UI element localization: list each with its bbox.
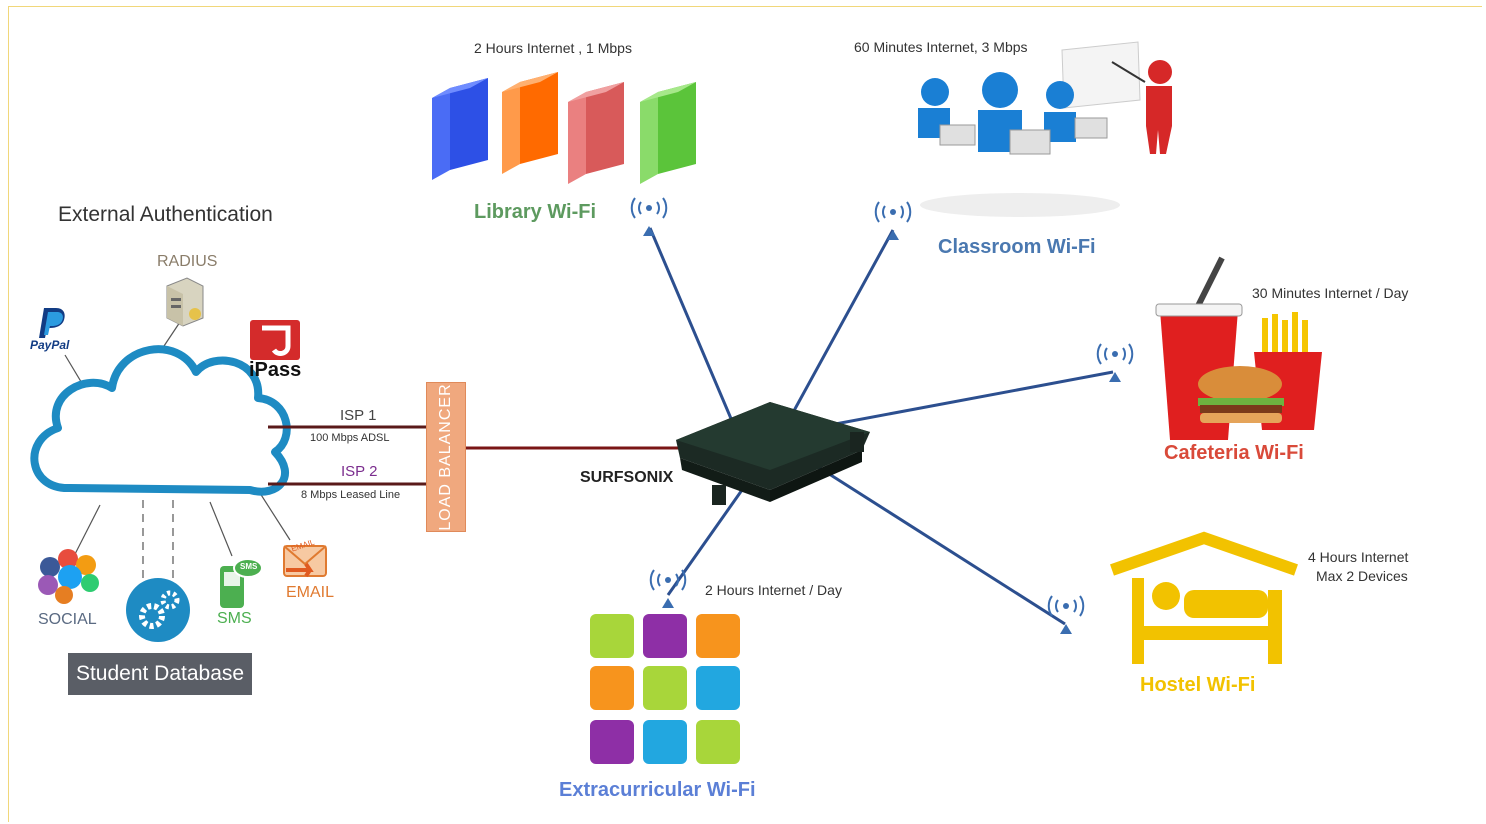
antenna-icon <box>1047 595 1085 634</box>
hostel-wifi-label: Hostel Wi-Fi <box>1140 674 1256 696</box>
device-label: SURFSONIX <box>580 469 674 486</box>
cafeteria-wifi-label: Cafeteria Wi-Fi <box>1164 442 1304 464</box>
sms-phone-icon <box>220 558 263 608</box>
email-icon <box>283 545 327 578</box>
extracurricular-wifi-label: Extracurricular Wi-Fi <box>559 779 756 801</box>
antenna-icon <box>649 569 687 608</box>
cafeteria-food-icon <box>1155 256 1322 440</box>
paypal-label: PayPal <box>30 338 70 352</box>
social-icon <box>38 549 99 604</box>
antenna-icon <box>1096 343 1134 382</box>
library-wifi-label: Library Wi-Fi <box>474 201 597 223</box>
hostel-bed-icon <box>1110 531 1298 664</box>
sms-label: SMS <box>217 610 252 627</box>
sport-tile-basketball-icon <box>590 720 634 764</box>
load-balancer: LOAD BALANCER <box>426 382 466 532</box>
diagram-frame <box>8 6 1482 822</box>
external-auth-title: External Authentication <box>58 203 273 226</box>
sport-tile-treadmill-icon <box>696 614 740 658</box>
sport-tile-fitness-icon <box>590 614 634 658</box>
isp2-detail: 8 Mbps Leased Line <box>301 489 401 501</box>
paypal-icon <box>39 308 65 338</box>
sport-tile-weightlifting-icon <box>643 614 687 658</box>
social-label: SOCIAL <box>38 611 97 628</box>
student-database-label: Student Database <box>68 653 252 695</box>
hostel-policy-line2: Max 2 Devices <box>1316 568 1408 584</box>
load-balancer-label: LOAD BALANCER <box>437 383 454 531</box>
isp1-label: ISP 1 <box>340 407 377 424</box>
library-books-icon <box>432 72 696 184</box>
radius-server-icon <box>166 277 204 327</box>
surfsonix-device-icon <box>676 402 870 505</box>
isp1-detail: 100 Mbps ADSL <box>310 432 390 444</box>
cafeteria-policy: 30 Minutes Internet / Day <box>1252 285 1409 301</box>
sport-tile-cycling-icon <box>696 666 740 710</box>
internet-cloud <box>30 345 291 496</box>
sport-tile-dance-icon <box>696 720 740 764</box>
antenna-icon <box>874 201 912 240</box>
email-label: EMAIL <box>286 584 335 601</box>
sms-badge: SMS <box>240 562 258 571</box>
isp2-label: ISP 2 <box>341 463 378 480</box>
sport-tile-gymnastics-icon <box>590 666 634 710</box>
classroom-wifi-label: Classroom Wi-Fi <box>938 236 1096 258</box>
database-gear-icon <box>126 578 190 642</box>
classroom-policy: 60 Minutes Internet, 3 Mbps <box>854 39 1028 55</box>
ipass-label: iPass <box>249 359 302 381</box>
radius-label: RADIUS <box>157 253 218 270</box>
hostel-policy-line1: 4 Hours Internet <box>1308 549 1409 565</box>
extracurricular-policy: 2 Hours Internet / Day <box>705 582 842 598</box>
library-policy: 2 Hours Internet , 1 Mbps <box>474 40 632 56</box>
wifi-links <box>648 227 1114 626</box>
classroom-icon <box>918 41 1172 217</box>
sport-tile-yoga-icon <box>643 666 687 710</box>
sport-tile-swimming-icon <box>643 720 687 764</box>
ipass-icon <box>250 320 300 360</box>
antenna-icon <box>630 197 668 236</box>
